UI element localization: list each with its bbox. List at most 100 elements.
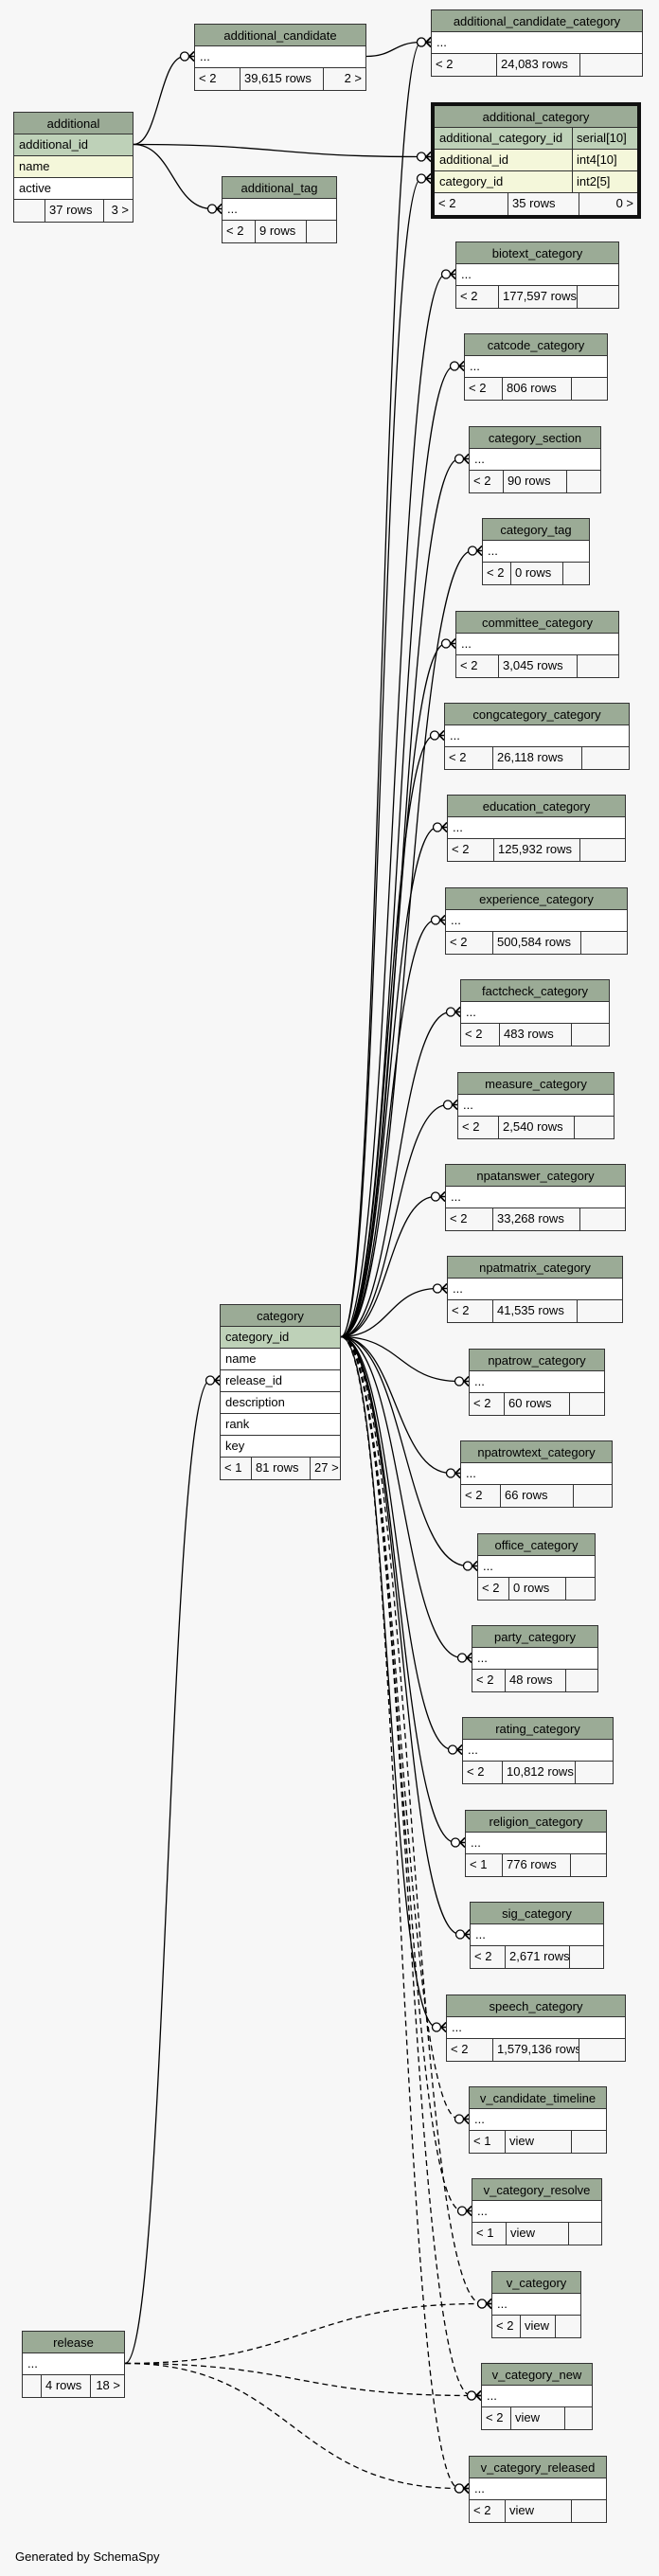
collapsed-columns-row[interactable]: ...: [470, 1371, 604, 1393]
column-row[interactable]: description: [221, 1392, 340, 1414]
children-count[interactable]: 0 >: [615, 196, 633, 210]
parents-count[interactable]: < 2: [447, 2039, 493, 2061]
children-count[interactable]: 3 >: [111, 203, 129, 217]
collapsed-columns-row[interactable]: ...: [461, 1463, 612, 1485]
column-row[interactable]: category_id: [221, 1327, 340, 1349]
parents-count[interactable]: < 2: [483, 563, 511, 584]
collapsed-columns-row[interactable]: ...: [470, 2478, 606, 2500]
collapsed-columns-row[interactable]: ...: [483, 541, 589, 563]
table-title[interactable]: religion_category: [466, 1811, 606, 1833]
parents-count[interactable]: [23, 2375, 42, 2397]
collapsed-columns-row[interactable]: ...: [482, 2386, 592, 2407]
table-title[interactable]: npatanswer_category: [446, 1165, 625, 1187]
collapsed-columns-row[interactable]: ...: [448, 1279, 622, 1300]
children-count[interactable]: [580, 54, 642, 76]
children-count[interactable]: [574, 1485, 612, 1507]
children-count[interactable]: [567, 471, 600, 492]
parents-count[interactable]: < 2: [432, 54, 497, 76]
collapsed-columns-row[interactable]: ...: [471, 1924, 603, 1946]
children-count[interactable]: [580, 839, 625, 861]
collapsed-columns-row[interactable]: ...: [195, 46, 365, 68]
collapsed-columns-row[interactable]: ...: [470, 449, 600, 471]
table-title[interactable]: catcode_category: [465, 334, 607, 356]
column-row[interactable]: active: [14, 178, 133, 200]
table-title[interactable]: additional_candidate: [195, 25, 365, 46]
children-count[interactable]: 18 >: [96, 2378, 120, 2392]
parents-count[interactable]: < 2: [470, 1393, 505, 1415]
table-title[interactable]: additional: [14, 113, 133, 134]
table-title[interactable]: additional_category: [435, 106, 637, 128]
parents-count[interactable]: < 2: [448, 1300, 493, 1322]
table-title[interactable]: v_candidate_timeline: [470, 2087, 606, 2109]
collapsed-columns-row[interactable]: ...: [478, 1556, 595, 1578]
children-count[interactable]: [563, 563, 589, 584]
children-count[interactable]: [566, 1670, 597, 1691]
column-row[interactable]: rank: [221, 1414, 340, 1436]
collapsed-columns-row[interactable]: ...: [492, 2294, 580, 2316]
parents-count[interactable]: < 1: [470, 2131, 506, 2153]
table-title[interactable]: office_category: [478, 1534, 595, 1556]
table-title[interactable]: party_category: [472, 1626, 597, 1648]
parents-count[interactable]: < 2: [456, 286, 499, 308]
parents-count[interactable]: < 2: [461, 1485, 501, 1507]
children-count[interactable]: [556, 2316, 580, 2337]
collapsed-columns-row[interactable]: ...: [446, 910, 627, 932]
table-title[interactable]: v_category: [492, 2272, 580, 2294]
parents-count[interactable]: < 2: [461, 1024, 500, 1046]
parents-count[interactable]: < 2: [465, 378, 503, 400]
collapsed-columns-row[interactable]: ...: [446, 1187, 625, 1208]
table-title[interactable]: npatrowtext_category: [461, 1441, 612, 1463]
parents-count[interactable]: < 2: [195, 68, 240, 90]
parents-count[interactable]: < 1: [221, 1458, 252, 1479]
children-count[interactable]: [570, 1393, 604, 1415]
parents-count[interactable]: < 2: [448, 839, 494, 861]
collapsed-columns-row[interactable]: ...: [448, 817, 625, 839]
children-count[interactable]: [570, 1946, 603, 1968]
children-count[interactable]: [580, 1208, 625, 1230]
table-title[interactable]: npatrow_category: [470, 1350, 604, 1371]
children-count[interactable]: [578, 655, 618, 677]
table-title[interactable]: biotext_category: [456, 242, 618, 264]
children-count[interactable]: [581, 932, 627, 954]
table-title[interactable]: experience_category: [446, 888, 627, 910]
column-row[interactable]: name: [14, 156, 133, 178]
children-count[interactable]: [572, 2500, 606, 2522]
collapsed-columns-row[interactable]: ...: [432, 32, 642, 54]
collapsed-columns-row[interactable]: ...: [465, 356, 607, 378]
table-title[interactable]: committee_category: [456, 612, 618, 634]
children-count[interactable]: [572, 378, 607, 400]
children-count[interactable]: 27 >: [314, 1460, 339, 1475]
table-title[interactable]: category: [221, 1305, 340, 1327]
collapsed-columns-row[interactable]: ...: [447, 2017, 625, 2039]
parents-count[interactable]: < 2: [471, 1946, 506, 1968]
table-title[interactable]: category_tag: [483, 519, 589, 541]
table-title[interactable]: additional_tag: [223, 177, 336, 199]
collapsed-columns-row[interactable]: ...: [456, 634, 618, 655]
parents-count[interactable]: < 2: [445, 747, 493, 769]
collapsed-columns-row[interactable]: ...: [223, 199, 336, 221]
parents-count[interactable]: < 2: [463, 1762, 503, 1783]
children-count[interactable]: [579, 2039, 625, 2061]
parents-count[interactable]: < 1: [472, 2223, 507, 2245]
children-count[interactable]: [572, 2131, 606, 2153]
